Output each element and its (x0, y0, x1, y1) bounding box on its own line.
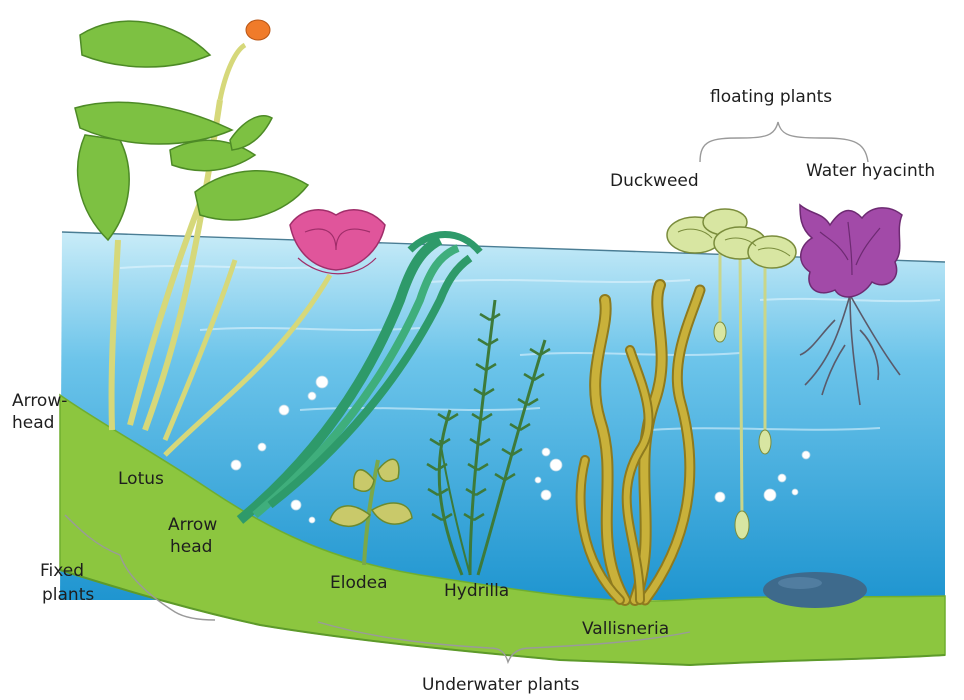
stone-highlight (778, 577, 822, 589)
label-floating-plants: floating plants (710, 88, 832, 108)
label-water-hyacinth: Water hyacinth (806, 162, 935, 182)
label-fixed-plants-line2: plants (42, 586, 94, 606)
label-lotus: Lotus (118, 470, 164, 490)
label-underwater-plants: Underwater plants (422, 676, 580, 696)
label-fixed-plants-line1: Fixed (40, 562, 84, 582)
label-arrowhead-low-line1: Arrow (168, 516, 217, 536)
label-elodea: Elodea (330, 574, 388, 594)
label-vallisneria: Vallisneria (582, 620, 669, 640)
label-duckweed: Duckweed (610, 172, 699, 192)
stone (763, 572, 867, 608)
floating-plants-bracket (700, 122, 868, 162)
label-hydrilla: Hydrilla (444, 582, 509, 602)
label-arrowhead-low-line2: head (170, 538, 212, 558)
label-arrowhead-top-line1: Arrow- (12, 392, 67, 412)
label-arrowhead-top-line2: head (12, 414, 54, 434)
